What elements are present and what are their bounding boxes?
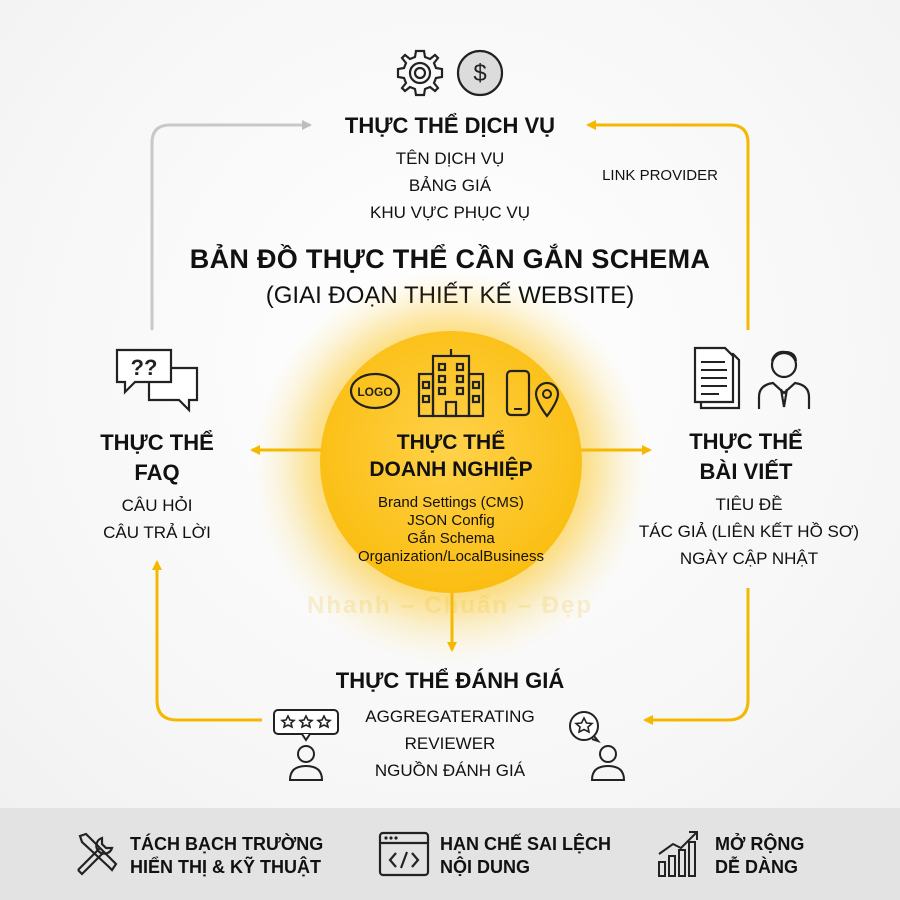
review-title: THỰC THỂ ĐÁNH GIÁ (335, 668, 565, 693)
faq-item: CÂU HỎI (121, 496, 193, 515)
business-title: THỰC THỂ DOANH NGHIỆP (330, 429, 572, 483)
tools-icon (77, 832, 118, 876)
business-title-line2: DOANH NGHIỆP (369, 458, 533, 481)
business-entity-circle (320, 331, 582, 593)
faq-title-line1: THỰC THỂ (100, 430, 214, 455)
dollar-coin-icon: $ (456, 49, 504, 97)
footer-item-line1: TÁCH BẠCH TRƯỜNG (130, 834, 324, 854)
code-window-icon (378, 831, 430, 877)
footer-item-consistency: HẠN CHẾ SAI LỆCH NỘI DUNG (440, 833, 640, 879)
article-item: NGÀY CẬP NHẬT (679, 549, 819, 568)
review-item: AGGREGATERATING (365, 707, 535, 726)
article-items: TIÊU ĐỀ TÁC GIẢ (LIÊN KẾT HỒ SƠ) NGÀY CẬ… (606, 491, 892, 572)
footer-bar (0, 808, 900, 900)
service-item: TÊN DỊCH VỤ (395, 149, 505, 168)
article-title-line1: THỰC THỂ (689, 429, 803, 454)
business-title-line1: THỰC THỂ (396, 431, 506, 454)
growth-chart-icon (658, 831, 698, 877)
business-item: Gắn Schema (407, 530, 495, 547)
rating-stars-reviewer-icon (273, 709, 339, 781)
business-item: Organization/LocalBusiness (358, 548, 544, 565)
article-title-line2: BÀI VIẾT (699, 459, 793, 484)
business-item: JSON Config (407, 512, 495, 529)
watermark-slogan: Nhanh – Chuẩn – Đẹp (306, 592, 594, 619)
star-reviewer-icon (569, 711, 626, 781)
question-bubbles-icon: ?? (115, 348, 199, 413)
smartphone-icon (505, 369, 531, 417)
review-item: NGUỒN ĐÁNH GIÁ (374, 761, 526, 780)
document-icon (693, 346, 741, 410)
arrow-faq-to-service (150, 120, 312, 330)
footer-item-scalability: MỞ RỘNG DỄ DÀNG (715, 833, 865, 879)
logo-text: LOGO (357, 385, 392, 399)
page-title: BẢN ĐỒ THỰC THỂ CẦN GẮN SCHEMA (189, 244, 711, 274)
faq-bubble-text: ?? (131, 355, 158, 380)
link-provider-label: LINK PROVIDER (602, 167, 718, 184)
service-title: THỰC THỂ DỊCH VỤ (344, 113, 556, 138)
footer-item-separation: TÁCH BẠCH TRƯỜNG HIỂN THỊ & KỸ THUẬT (130, 833, 360, 879)
business-item: Brand Settings (CMS) (378, 494, 524, 511)
gear-icon (396, 49, 444, 97)
footer-item-line1: HẠN CHẾ SAI LỆCH (440, 834, 612, 854)
faq-items: CÂU HỎI CÂU TRẢ LỜI (57, 492, 257, 546)
page-subtitle: (GIAI ĐOẠN THIẾT KẾ WEBSITE) (265, 282, 635, 309)
faq-title: THỰC THỂ FAQ (57, 428, 257, 488)
review-item: REVIEWER (404, 734, 496, 753)
service-item: BẢNG GIÁ (408, 176, 492, 195)
footer-item-line1: MỞ RỘNG (715, 834, 805, 854)
article-item: TIÊU ĐỀ (715, 495, 783, 514)
service-item: KHU VỰC PHỤC VỤ (370, 203, 530, 222)
faq-item: CÂU TRẢ LỜI (103, 523, 211, 542)
business-items: Brand Settings (CMS) JSON Config Gắn Sch… (320, 494, 582, 566)
arrow-review-to-faq (152, 560, 262, 722)
map-pin-icon (534, 381, 560, 418)
footer-item-line2: DỄ DÀNG (715, 857, 799, 877)
logo-badge-icon: LOGO (349, 372, 401, 410)
faq-title-line2: FAQ (134, 460, 180, 485)
footer-item-line2: NỘI DUNG (440, 857, 530, 877)
arrow-article-to-service (586, 120, 750, 330)
article-item: TÁC GIẢ (LIÊN KẾT HỒ SƠ) (638, 522, 860, 541)
service-items: TÊN DỊCH VỤ BẢNG GIÁ KHU VỰC PHỤC VỤ (300, 145, 600, 226)
article-title: THỰC THỂ BÀI VIẾT (646, 427, 846, 487)
arrow-article-to-review (643, 588, 750, 725)
review-items: AGGREGATERATING REVIEWER NGUỒN ĐÁNH GIÁ (330, 703, 570, 784)
author-person-icon (757, 350, 811, 409)
svg-text:$: $ (473, 60, 486, 87)
building-icon (417, 349, 485, 418)
footer-item-line2: HIỂN THỊ & KỸ THUẬT (130, 857, 321, 877)
